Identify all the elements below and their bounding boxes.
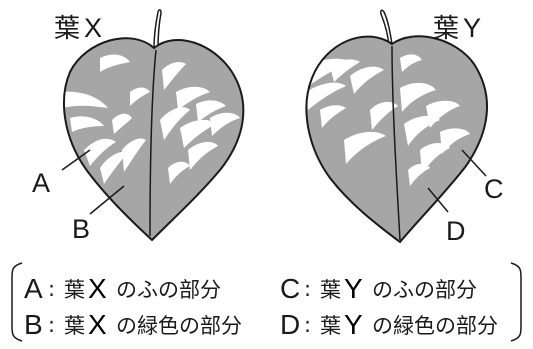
legend-a-rest: のふの部分 — [116, 278, 221, 302]
legend-d-letter: Y — [344, 309, 363, 340]
leaf-y-stem — [380, 9, 393, 47]
label-c: C — [484, 174, 504, 204]
leaf-y-variegation — [306, 54, 470, 186]
leaf-x — [63, 9, 245, 242]
pointer-b — [89, 185, 125, 215]
legend-d-colon: : — [304, 313, 311, 337]
legend-a-key: A — [24, 273, 43, 304]
legend-row-d: D : 葉 Y の緑色の部分 — [280, 309, 498, 340]
legend-b-letter: X — [88, 309, 107, 340]
legend-c-kanji: 葉 — [320, 278, 341, 302]
leaf-x-variegation — [64, 54, 240, 184]
leaf-y-outline — [305, 35, 488, 244]
leaf-y-title-letter: Y — [463, 13, 481, 43]
legend-c-rest: のふの部分 — [372, 278, 477, 302]
legend-b-rest: の緑色の部分 — [116, 314, 242, 338]
legend-row-c: C : 葉 Y のふの部分 — [280, 273, 477, 304]
legend-b-kanji: 葉 — [64, 314, 85, 338]
leaf-x-stem — [153, 9, 162, 49]
legend-left-bracket — [11, 262, 23, 342]
pointer-d — [427, 187, 449, 213]
leaf-x-title-kanji: 葉 — [54, 14, 80, 44]
legend-a-letter: X — [88, 273, 107, 304]
label-a: A — [32, 168, 50, 198]
leaf-x-title: 葉 X — [54, 13, 102, 44]
legend-row-a: A : 葉 X のふの部分 — [24, 273, 221, 304]
pointer-a — [61, 149, 91, 171]
legend-right-bracket — [510, 262, 522, 342]
leaf-x-title-letter: X — [84, 13, 102, 43]
legend-d-key: D — [280, 309, 300, 340]
leaf-x-outline — [63, 37, 245, 242]
legend-c-letter: Y — [344, 273, 363, 304]
label-b: B — [72, 214, 90, 244]
leaf-y-midrib — [391, 45, 401, 241]
leaf-y — [305, 9, 488, 244]
legend-c-key: C — [280, 273, 300, 304]
legend-d-kanji: 葉 — [320, 314, 341, 338]
leaf-x-midrib — [149, 49, 157, 237]
label-d: D — [446, 216, 466, 246]
legend-c-colon: : — [304, 277, 311, 301]
legend-a-kanji: 葉 — [64, 278, 85, 302]
legend-row-b: B : 葉 X の緑色の部分 — [24, 309, 242, 340]
legend-b-colon: : — [48, 313, 55, 337]
pointer-c — [461, 149, 487, 177]
legend-a-colon: : — [48, 277, 55, 301]
legend-b-key: B — [24, 309, 43, 340]
legend-d-rest: の緑色の部分 — [372, 314, 498, 338]
